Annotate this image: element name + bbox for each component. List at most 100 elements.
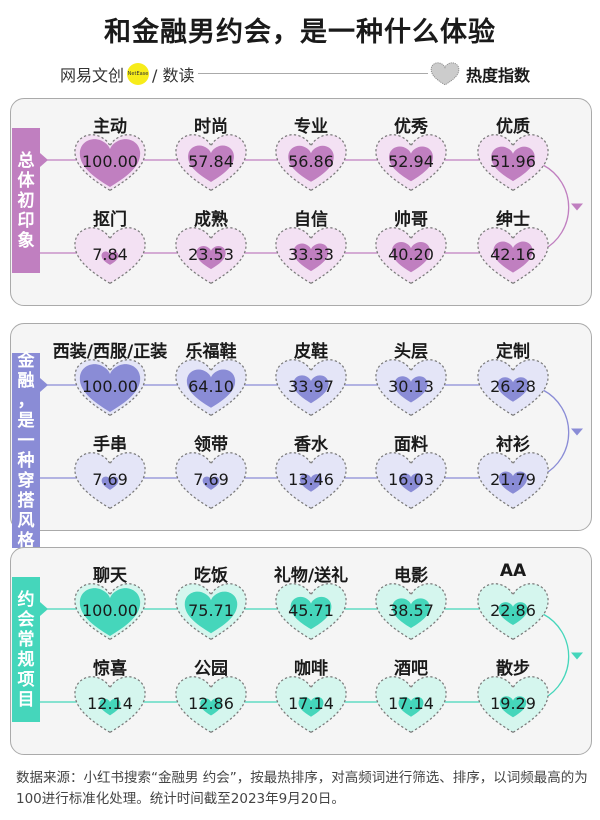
heat-heart (175, 359, 247, 417)
heart-fill-value (391, 241, 431, 273)
heat-heart (375, 583, 447, 641)
heart-fill-value (288, 145, 334, 182)
item-label: 聊天 (93, 566, 127, 586)
item-value: 52.94 (388, 152, 434, 171)
item-label: 成熟 (194, 210, 228, 230)
heart-fill-value (298, 696, 324, 717)
heart-fill-value (186, 369, 236, 408)
heat-heart (275, 452, 347, 510)
item-value: 7.84 (92, 245, 128, 264)
heart-fill-value (398, 696, 424, 717)
item-value: 75.71 (188, 601, 234, 620)
heart-fill-value (200, 698, 222, 716)
item-value: 17.14 (388, 694, 434, 713)
item-value: 17.14 (288, 694, 334, 713)
heat-heart (275, 676, 347, 734)
item-value: 7.69 (92, 470, 128, 489)
item-value: 12.14 (87, 694, 133, 713)
item-label: AA (499, 561, 527, 581)
heat-heart (175, 583, 247, 641)
heat-heart (175, 452, 247, 510)
heat-heart (375, 676, 447, 734)
item-label: 时尚 (194, 117, 228, 137)
heat-heart (74, 583, 146, 641)
item-label: 面料 (394, 435, 428, 455)
item-label: 香水 (294, 435, 328, 455)
legend: 热度指数 (430, 62, 530, 86)
heat-heart (375, 227, 447, 285)
item-label: 咖啡 (294, 659, 328, 679)
heat-heart (477, 359, 549, 417)
item-label: 酒吧 (394, 659, 428, 679)
section-label-box: 总体初印象 (12, 128, 40, 273)
item-label: 惊喜 (93, 659, 127, 679)
item-label: 自信 (294, 210, 328, 230)
section-label-box: 金融，是一种穿搭风格 (12, 350, 40, 551)
section-label: 金融，是一种穿搭风格 (17, 350, 35, 551)
item-label: 优质 (496, 117, 530, 137)
heat-heart (74, 227, 146, 285)
item-value: 51.96 (490, 152, 536, 171)
page-title: 和金融男约会，是一种什么体验 (104, 17, 496, 48)
item-label: 散步 (496, 659, 530, 679)
heart-fill-value (394, 376, 428, 403)
item-label: 绅士 (496, 210, 530, 230)
heat-heart (477, 452, 549, 510)
item-value: 30.13 (388, 377, 434, 396)
heat-heart (74, 359, 146, 417)
heart-fill-value (293, 375, 329, 404)
section-label: 总体初印象 (17, 150, 35, 251)
heat-heart (275, 227, 347, 285)
heart-fill-value (101, 251, 119, 265)
item-label: 电影 (394, 566, 428, 586)
item-label: 皮鞋 (294, 342, 328, 362)
heat-heart (477, 676, 549, 734)
heat-heart (74, 676, 146, 734)
heart-fill-value (498, 471, 528, 494)
item-label: 吃饭 (194, 566, 228, 586)
heart-fill-value (196, 245, 226, 270)
divider (198, 73, 428, 74)
item-label: 公园 (194, 659, 228, 679)
item-value: 23.53 (188, 245, 234, 264)
footer-note: 数据来源：小红书搜索“金融男 约会”，按最热排序，对高频词进行筛选、排序，以词频… (16, 770, 588, 807)
item-label: 专业 (294, 117, 328, 137)
item-label: 乐福鞋 (185, 342, 237, 362)
item-label: 帅哥 (394, 210, 428, 230)
heart-fill-value (392, 598, 430, 629)
item-value: 100.00 (82, 601, 138, 620)
item-value: 33.33 (288, 245, 334, 264)
heat-heart (375, 134, 447, 192)
item-value: 64.10 (188, 377, 234, 396)
item-label: 主动 (93, 117, 127, 137)
brand-sub: / 数读 (152, 66, 195, 85)
heat-heart (175, 227, 247, 285)
item-label: 定制 (496, 342, 530, 362)
item-value: 7.69 (193, 470, 229, 489)
legend-label: 热度指数 (466, 66, 531, 85)
item-value: 16.03 (388, 470, 434, 489)
item-value: 100.00 (82, 377, 138, 396)
item-value: 40.20 (388, 245, 434, 264)
heart-fill-value (398, 473, 424, 493)
heat-heart (375, 452, 447, 510)
item-value: 42.16 (490, 245, 536, 264)
heart-fill-value (497, 377, 529, 402)
item-label: 手串 (93, 435, 127, 455)
section-label: 约会常规项目 (17, 589, 35, 710)
heart-fill-value (99, 698, 121, 716)
item-value: 56.86 (288, 152, 334, 171)
heart-fill-value (79, 139, 141, 187)
heat-heart (175, 676, 247, 734)
item-label: 领带 (194, 435, 228, 455)
item-value: 45.71 (288, 601, 334, 620)
heat-heart (375, 359, 447, 417)
heart-fill-value (389, 146, 433, 182)
item-value: 38.57 (388, 601, 434, 620)
item-value: 21.79 (490, 470, 536, 489)
heart-fill-value (299, 474, 323, 492)
brand-badge: NetEase (127, 63, 150, 85)
heart-fill-value (184, 591, 238, 634)
item-value: 57.84 (188, 152, 234, 171)
section-label-box: 约会常规项目 (12, 577, 40, 722)
